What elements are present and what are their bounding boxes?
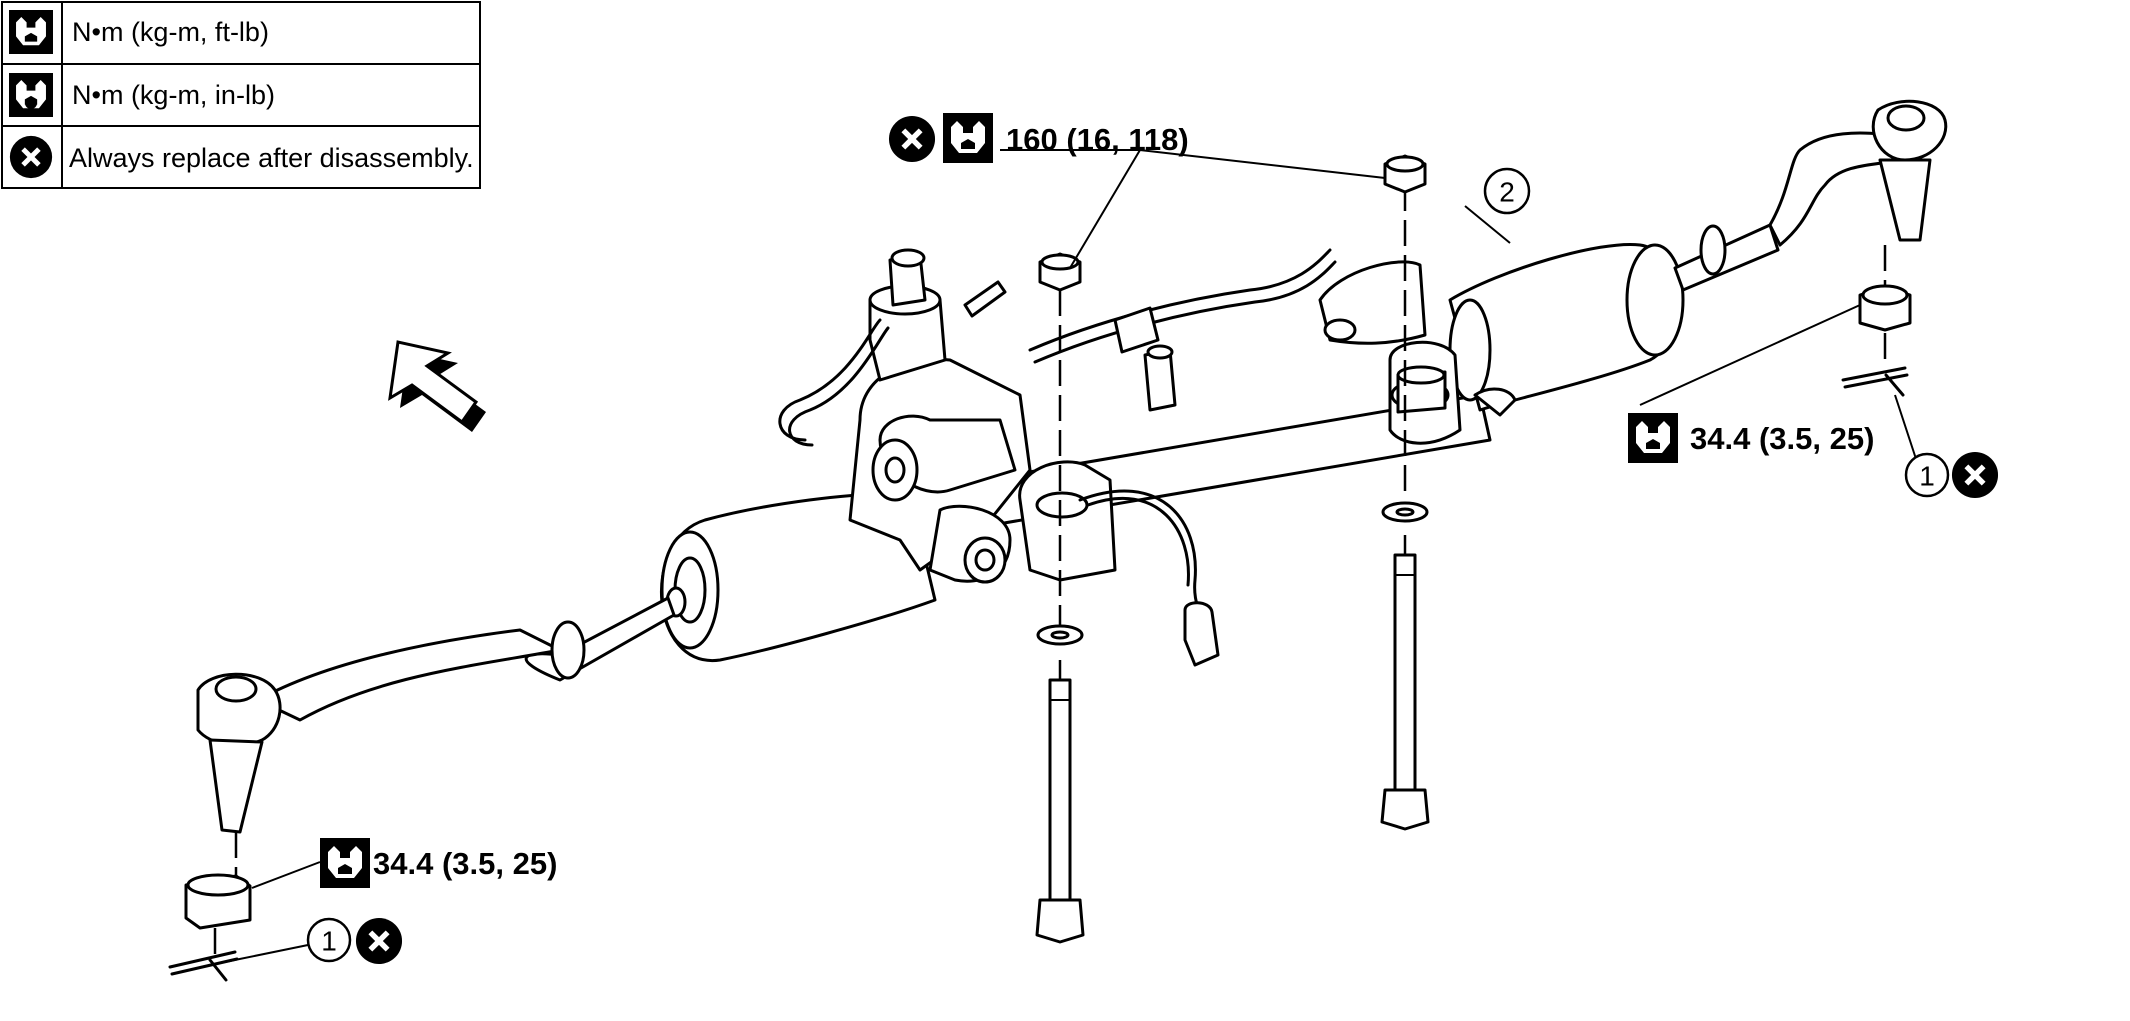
left-cotter-pin-ref-number: 1 — [321, 926, 337, 957]
steering-gear-ref-callout: 2 — [1483, 167, 1531, 215]
replace-icon — [355, 917, 403, 965]
replace-icon — [888, 115, 936, 163]
replace-icon — [9, 135, 53, 179]
torque-wrench-small-icon — [9, 73, 53, 117]
right-tie-rod-nut-torque-value: 34.4 (3.5, 25) — [1690, 421, 1874, 456]
left-tie-rod-nut — [184, 832, 252, 955]
torque-wrench-icon — [1628, 413, 1678, 463]
torque-wrench-icon — [943, 113, 993, 163]
replace-icon — [1951, 451, 1999, 499]
right-cotter-pin-callout: 1 — [1904, 451, 1999, 499]
legend-ft-lb-label: N•m (kg-m, ft-lb) — [72, 17, 269, 47]
front-direction-arrow-icon — [388, 340, 486, 432]
left-mount-hardware — [1035, 252, 1085, 944]
mount-nut-torque-value: 160 (16, 118) — [1006, 122, 1189, 157]
right-cotter-pin-ref-number: 1 — [1919, 461, 1935, 492]
steering-gear-ref-number: 2 — [1499, 177, 1515, 208]
right-tie-rod-nut-callout: 34.4 (3.5, 25) — [1628, 413, 1874, 463]
legend-table: N•m (kg-m, ft-lb) N•m (kg-m, in-lb) Alwa… — [1, 1, 481, 189]
left-cotter-pin-callout: 1 — [306, 917, 403, 965]
right-tie-rod-nut — [1858, 245, 1912, 360]
left-cotter-pin — [168, 950, 239, 982]
left-tie-rod-nut-callout: 34.4 (3.5, 25) — [320, 838, 557, 888]
left-tie-rod-nut-torque-value: 34.4 (3.5, 25) — [373, 846, 557, 881]
torque-wrench-icon — [320, 838, 370, 888]
leader-lines — [224, 149, 1919, 963]
right-cotter-pin — [1841, 366, 1909, 397]
mount-nut-callout: 160 (16, 118) — [888, 113, 1189, 163]
legend-in-lb-label: N•m (kg-m, in-lb) — [72, 80, 275, 110]
right-mount-hardware — [1380, 154, 1430, 831]
steering-gear-assembly — [196, 99, 1948, 834]
legend-replace-label: Always replace after disassembly. — [69, 143, 474, 173]
torque-wrench-icon — [9, 10, 53, 54]
